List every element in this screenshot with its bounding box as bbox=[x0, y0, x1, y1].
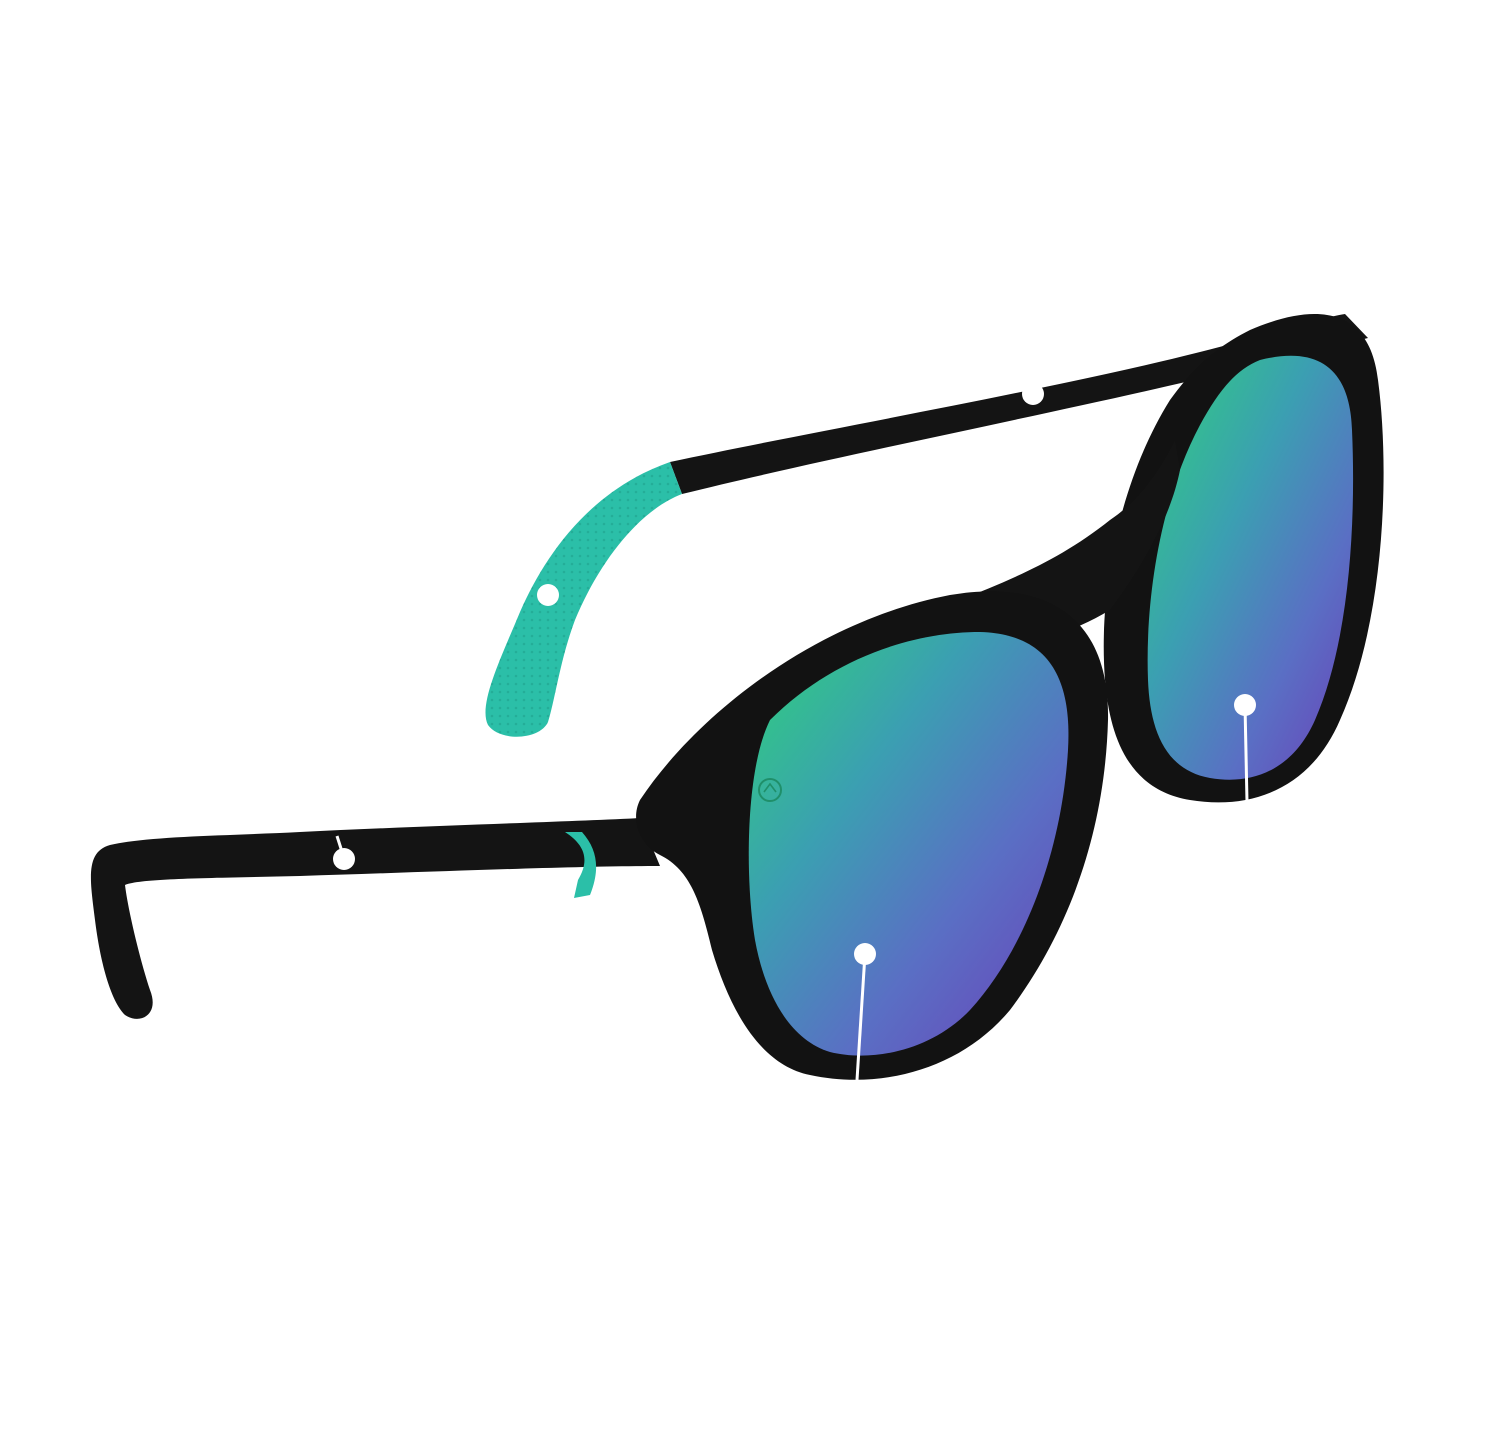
right-lens-hotspot[interactable] bbox=[1234, 694, 1256, 803]
bridge bbox=[960, 440, 1180, 644]
brand-logo-icon bbox=[758, 778, 782, 802]
temple-arm-hotspot[interactable] bbox=[1022, 364, 1048, 405]
front-temple-hotspot[interactable] bbox=[333, 835, 355, 870]
left-lens-assembly bbox=[636, 591, 1109, 1080]
left-lens-hotspot[interactable] bbox=[854, 943, 876, 1081]
hinge-accent bbox=[565, 832, 597, 898]
near-temple-arm bbox=[90, 818, 660, 1019]
left-lens-glass bbox=[748, 632, 1069, 1056]
right-lens-glass bbox=[1147, 355, 1354, 780]
far-temple-arm bbox=[485, 314, 1368, 737]
right-lens-assembly bbox=[1103, 314, 1384, 803]
ear-tip-hotspot[interactable] bbox=[537, 584, 559, 606]
